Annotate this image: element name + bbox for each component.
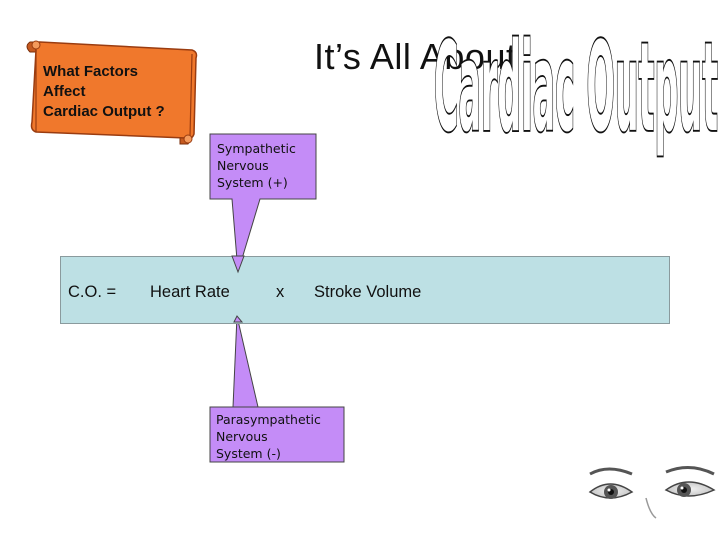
wordart-title: Cardiac Output <box>432 14 720 161</box>
parasympathetic-callout <box>209 315 345 463</box>
sympathetic-line-1: Sympathetic <box>217 141 296 156</box>
equation-operator: x <box>276 283 285 301</box>
slide-title: It’s All About <box>314 36 517 77</box>
scroll-line-3: Cardiac Output ? <box>43 103 165 120</box>
equation-box <box>60 256 670 324</box>
scroll-line-1: What Factors <box>43 63 139 80</box>
parasympathetic-line-1: Parasympathetic <box>216 412 321 427</box>
equation-lhs: C.O. = <box>68 283 117 301</box>
parasympathetic-line-2: Nervous <box>216 429 268 444</box>
equation-stroke-volume: Stroke Volume <box>314 283 422 301</box>
scroll-line-2: Affect <box>43 83 86 100</box>
parasympathetic-line-3: System (-) <box>216 446 281 461</box>
parasympathetic-text: Parasympathetic Nervous System (-) <box>216 411 321 462</box>
sympathetic-text: Sympathetic Nervous System (+) <box>217 140 296 191</box>
wordart-text: Cardiac Output <box>434 16 718 159</box>
sympathetic-line-3: System (+) <box>217 175 288 190</box>
scroll-banner <box>26 40 198 145</box>
eyes-image <box>588 466 716 519</box>
sympathetic-callout <box>209 133 317 273</box>
equation-heart-rate: Heart Rate <box>150 283 230 301</box>
sympathetic-line-2: Nervous <box>217 158 269 173</box>
scroll-question: What Factors Affect Cardiac Output ? <box>43 62 193 122</box>
